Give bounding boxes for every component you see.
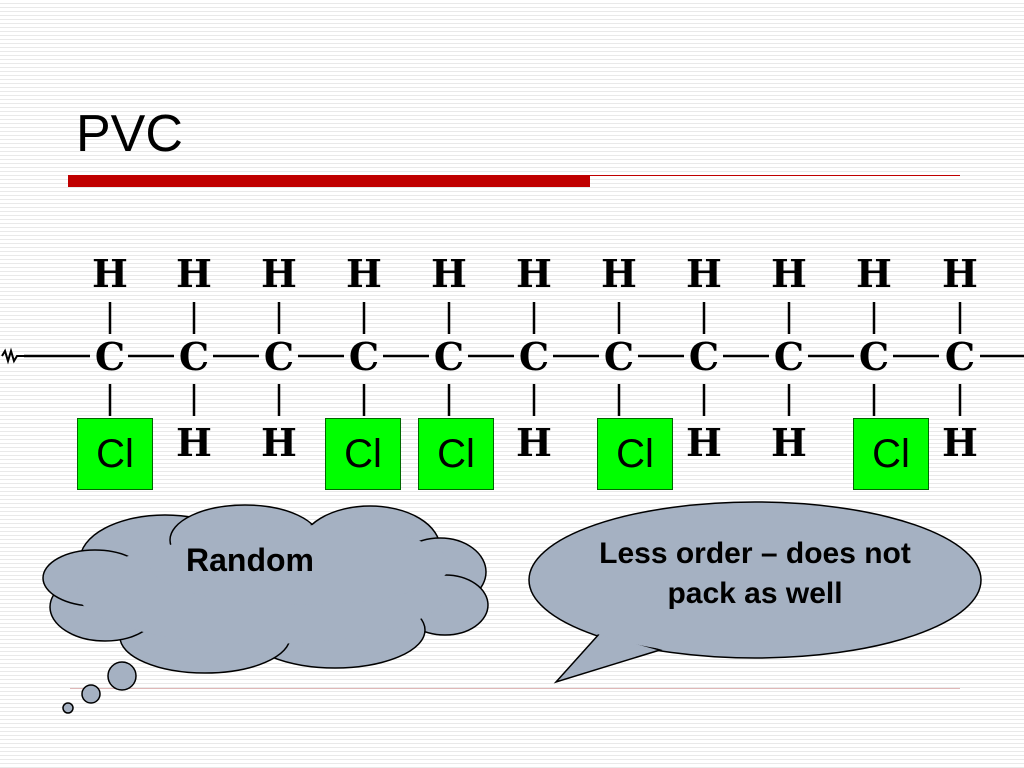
chlorine-atom: Cl (325, 418, 401, 490)
carbon-atom: C (95, 334, 125, 379)
vertical-bonds (108, 302, 962, 416)
chlorine-atom: Cl (418, 418, 494, 490)
hydrogen-atom: H (771, 420, 807, 465)
hydrogen-atom: H (942, 420, 978, 465)
hydrogen-atom: H (771, 251, 807, 296)
footer-rule (70, 688, 960, 689)
hydrogen-atom: H (261, 251, 297, 296)
carbon-atom: C (774, 334, 804, 379)
hydrogen-atom: H (516, 251, 552, 296)
cloud-fill (150, 525, 450, 605)
chlorine-atom: Cl (597, 418, 673, 490)
chlorine-atom: Cl (853, 418, 929, 490)
title-accent-bar (68, 175, 590, 187)
hydrogen-atom: H (601, 251, 637, 296)
thought-bubbles (62, 661, 137, 714)
carbon-atom: C (689, 334, 719, 379)
hydrogen-atom: H (686, 420, 722, 465)
hydrogen-atom: H (942, 251, 978, 296)
hydrogen-atom: H (261, 420, 297, 465)
hydrogen-atom: H (516, 420, 552, 465)
hydrogen-atom: H (92, 251, 128, 296)
carbon-atom: C (519, 334, 549, 379)
carbon-atom: C (859, 334, 889, 379)
hydrogen-atom: H (431, 251, 467, 296)
carbon-atom: C (604, 334, 634, 379)
chlorine-atom: Cl (77, 418, 153, 490)
hydrogen-atom: H (176, 420, 212, 465)
hydrogen-atom: H (346, 251, 382, 296)
hydrogen-atom: H (686, 251, 722, 296)
carbon-atom: C (945, 334, 975, 379)
speech-fill (531, 504, 979, 656)
top-hydrogens: H H H H H H H H H H H (92, 251, 978, 296)
title-underline (590, 175, 960, 176)
bottom-hydrogens: H H H H H H (176, 420, 978, 465)
carbon-atom: C (349, 334, 379, 379)
speech-bubble-text: Less order – does not pack as well (599, 537, 911, 610)
hydrogen-atom: H (176, 251, 212, 296)
carbon-atom: C (434, 334, 464, 379)
chain-end-wave (1, 347, 24, 365)
hydrogen-atom: H (856, 251, 892, 296)
thought-cloud-text: Random (186, 542, 314, 578)
backbone-carbons: C C C C C C C C C C C (95, 334, 975, 379)
carbon-atom: C (264, 334, 294, 379)
slide-title: PVC (76, 105, 183, 163)
carbon-atom: C (179, 334, 209, 379)
